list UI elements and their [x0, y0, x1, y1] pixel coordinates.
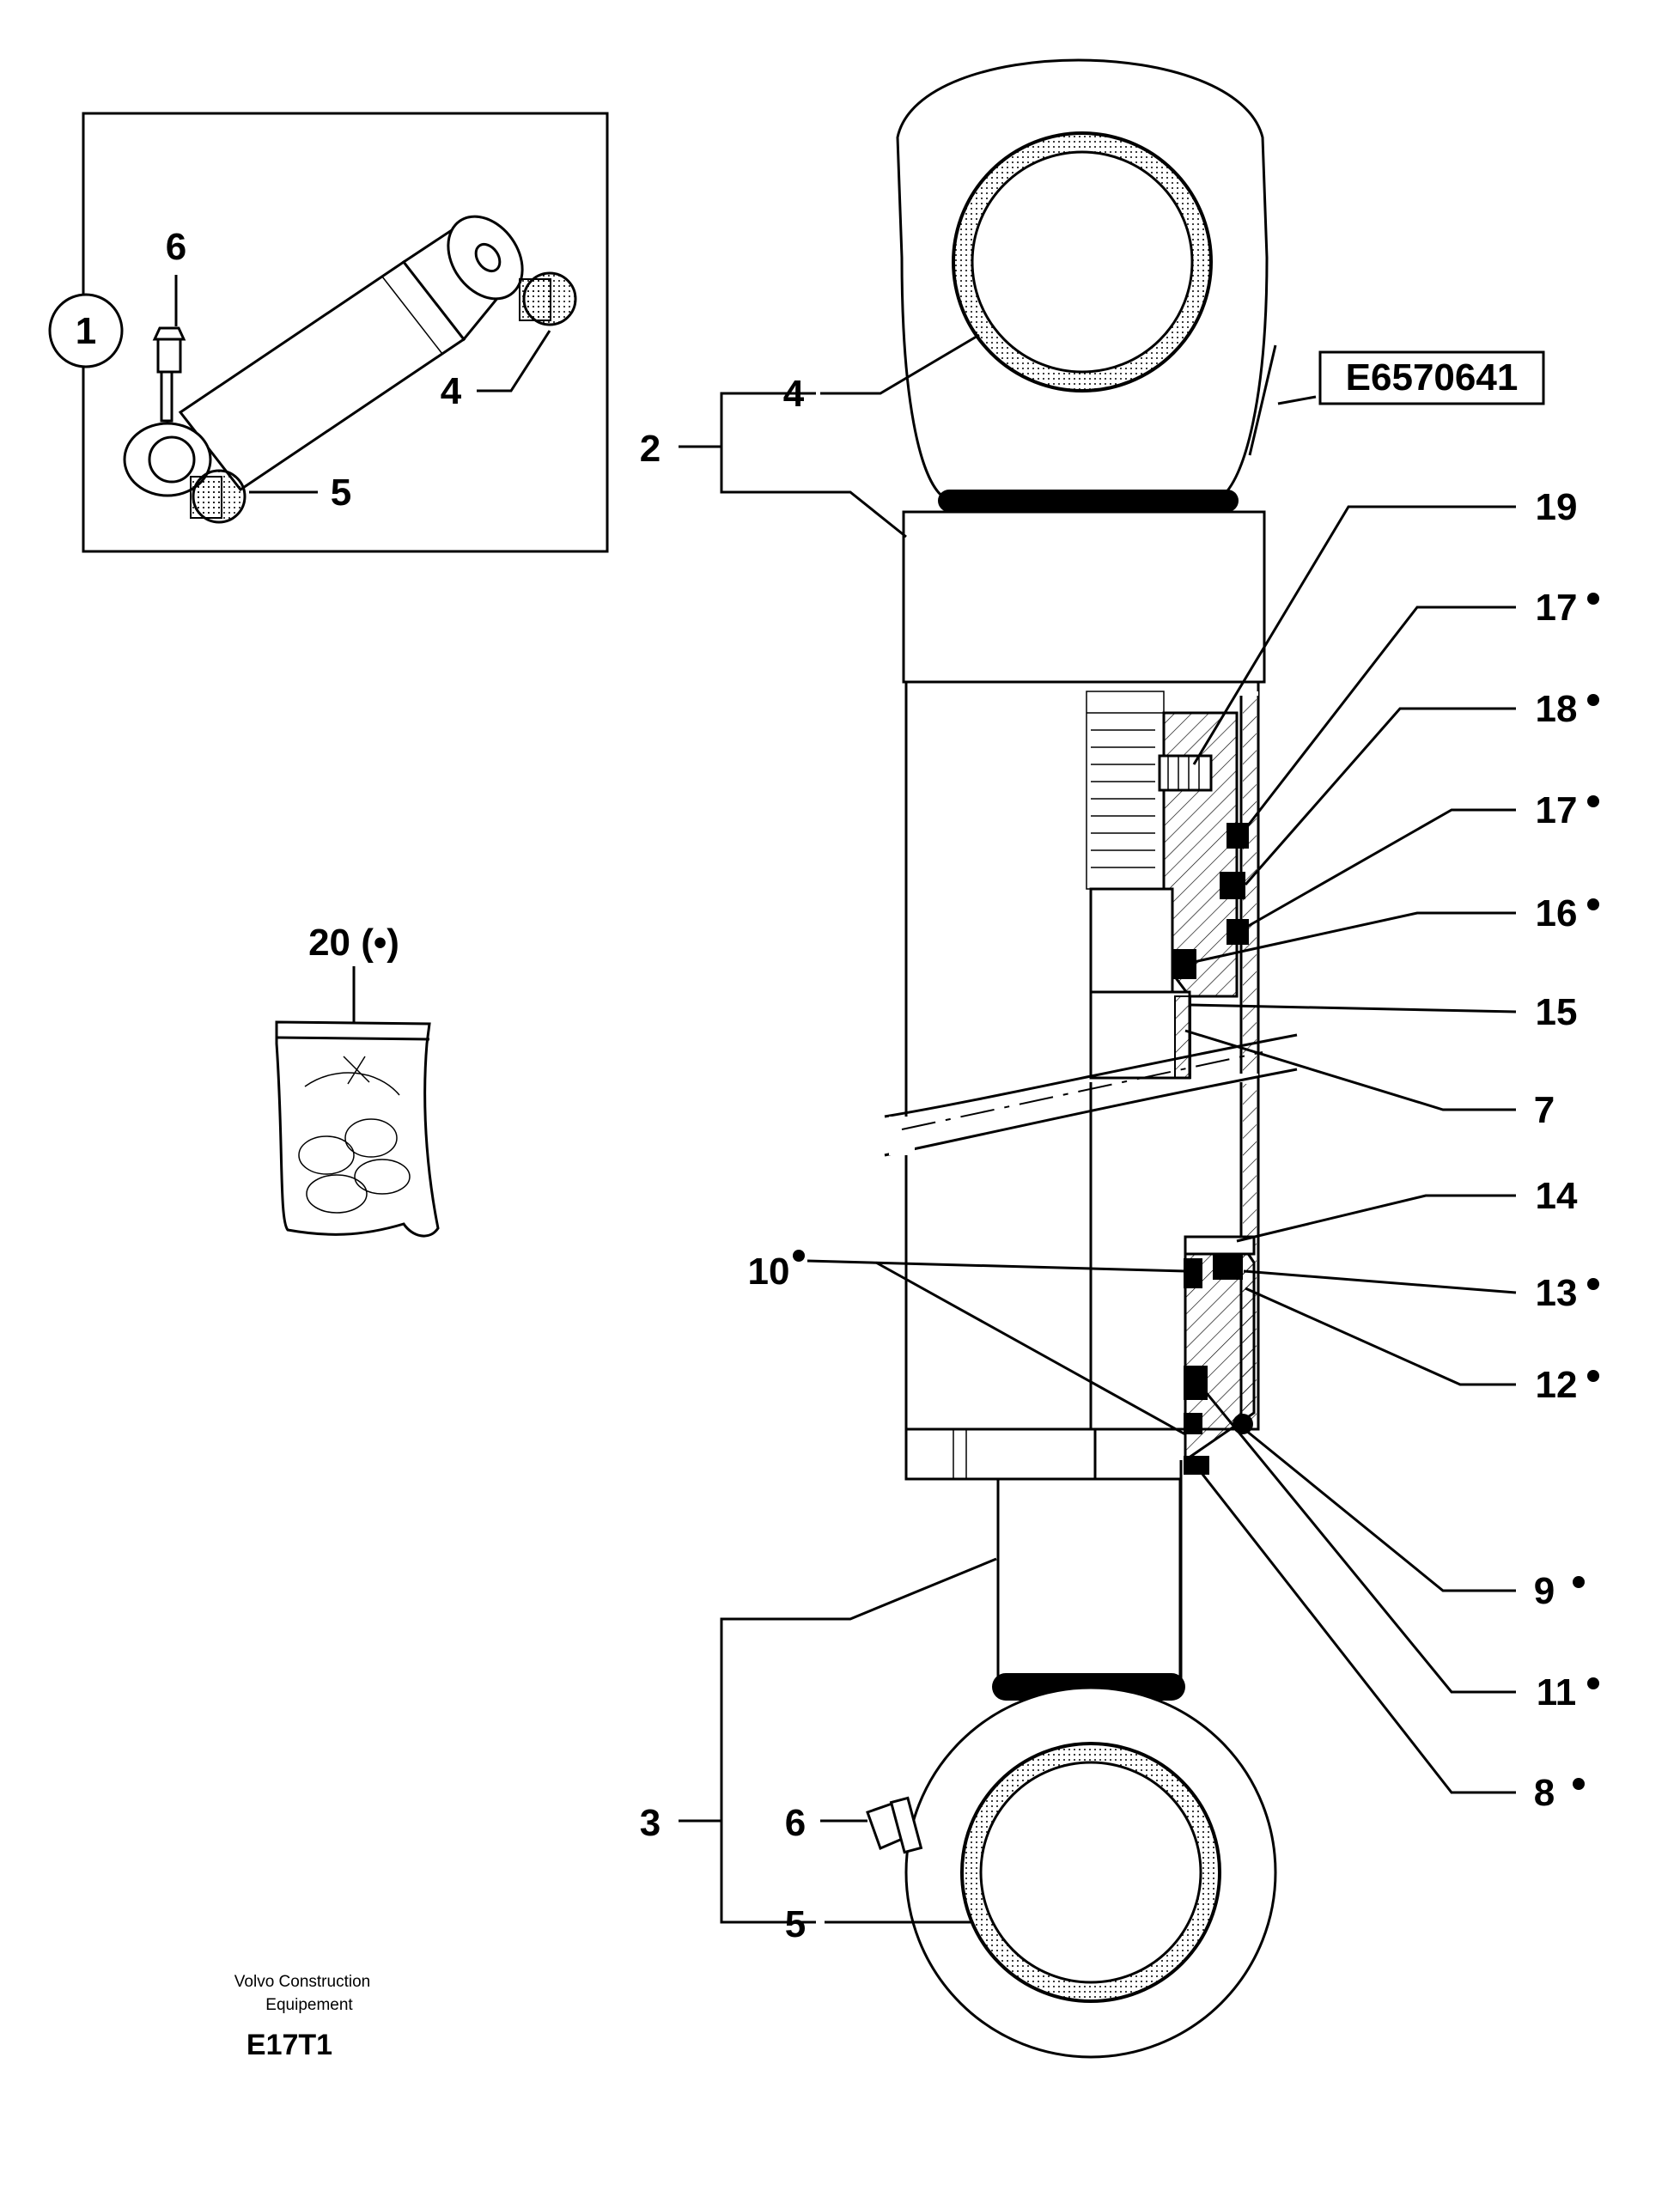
- callout-labels: 2 4 19 17 18 17 16 15 7 14 10 13 12 9 11…: [640, 373, 1599, 1945]
- mini-bushing-top: [519, 271, 577, 326]
- callout-17-lower: 17: [1536, 789, 1578, 831]
- cylinder-tube: [884, 680, 1298, 1477]
- cylinder-head: [902, 510, 1266, 684]
- callout-2: 2: [640, 428, 660, 470]
- inset-callout-4: 4: [441, 370, 462, 412]
- inset-panel: 1 6 4 5: [48, 112, 609, 553]
- callout-7: 7: [1534, 1089, 1555, 1131]
- callout-4: 4: [783, 373, 805, 415]
- callout-6: 6: [785, 1802, 806, 1844]
- callout-12: 12: [1536, 1364, 1578, 1406]
- callout-5: 5: [785, 1903, 806, 1945]
- reference-number: E6570641: [1346, 356, 1519, 399]
- kit-label: 20 (•): [308, 922, 399, 964]
- leader-lines: [679, 333, 1517, 1924]
- footer: Volvo Construction Equipement E17T1: [234, 1973, 370, 2061]
- callout-9: 9: [1534, 1570, 1555, 1612]
- callout-11: 11: [1537, 1671, 1577, 1713]
- inset-callout-6: 6: [166, 226, 186, 268]
- callout-8: 8: [1534, 1772, 1555, 1814]
- reference-box: E6570641: [1318, 350, 1545, 405]
- callout-15: 15: [1536, 991, 1578, 1033]
- footer-company: Volvo Construction: [234, 1973, 370, 1991]
- seal-kit-bag: 20 (•): [275, 922, 440, 1238]
- bottom-eye: [866, 1673, 1277, 2059]
- assembly-callout-number: 1: [76, 310, 96, 352]
- mini-grease-nipple: [152, 326, 186, 374]
- footer-code: E17T1: [247, 2029, 332, 2061]
- callout-17-upper: 17: [1536, 587, 1578, 629]
- callout-3: 3: [640, 1802, 660, 1844]
- callout-14: 14: [1536, 1175, 1578, 1217]
- callout-13: 13: [1536, 1272, 1578, 1314]
- footer-company-line2: Equipement: [265, 1996, 353, 2014]
- callout-18: 18: [1536, 688, 1578, 730]
- callout-16: 16: [1536, 892, 1578, 934]
- mini-bushing-bottom: [190, 469, 247, 524]
- inset-callout-5: 5: [331, 472, 351, 514]
- callout-10: 10: [748, 1251, 790, 1293]
- callout-19: 19: [1536, 486, 1578, 528]
- top-eye: [896, 58, 1269, 512]
- assembly-callout-circle: [48, 293, 124, 368]
- piston-rod: [996, 1477, 1182, 1685]
- tube-base-ring: [904, 1427, 1097, 1481]
- mini-cylinder: [123, 215, 524, 497]
